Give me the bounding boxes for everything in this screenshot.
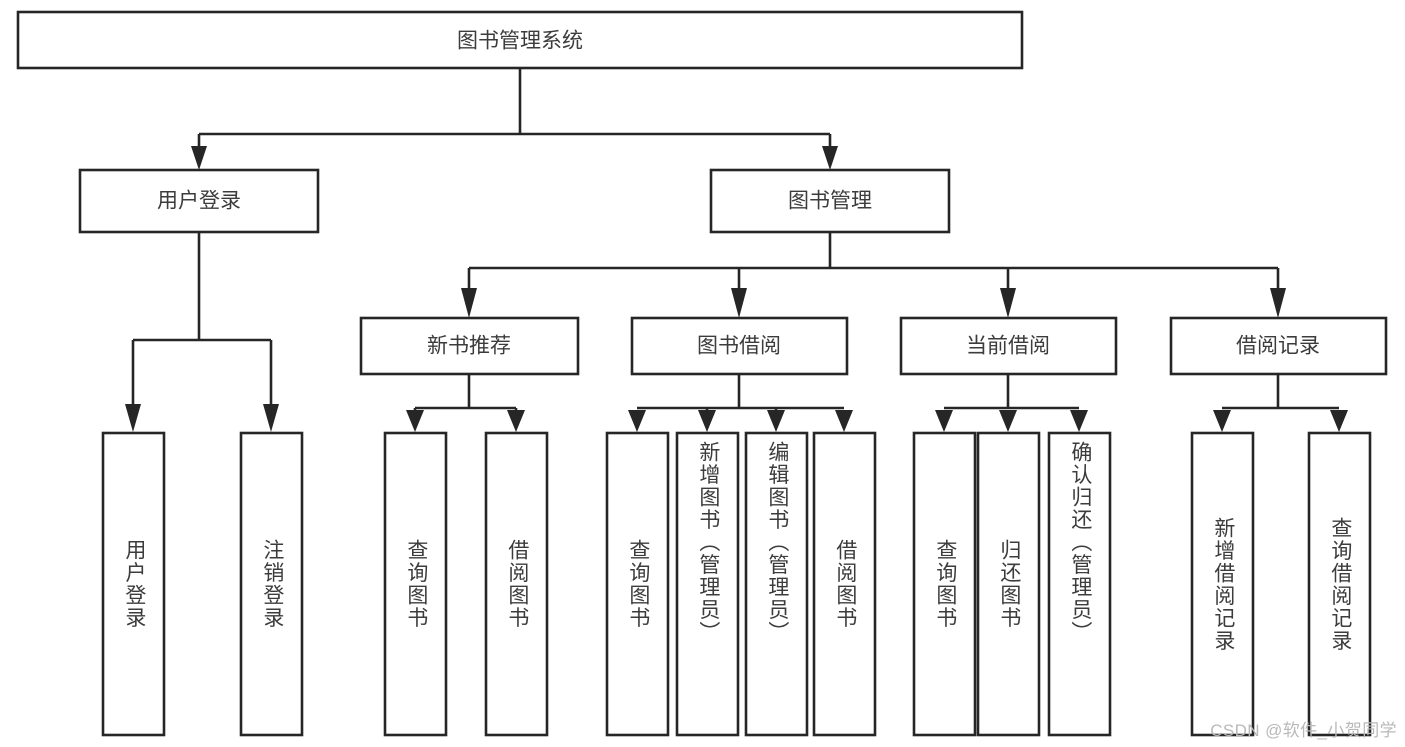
node-box-leaf-add-book[interactable] [675, 431, 740, 737]
arrow-head-leaf-query-book-3 [935, 410, 953, 432]
arrow-head-user-login [191, 146, 207, 170]
node-layer: 图书管理系统 用户登录 图书管理 新书推荐 图书借阅 当前借阅 借阅记录 [16, 10, 1388, 737]
node-box-leaf-borrow-book-1[interactable] [484, 431, 549, 737]
arrow-head-leaf-edit-book [767, 410, 785, 432]
node-label-borrow-record: 借阅记录 [1236, 335, 1320, 358]
node-label-current-borrow: 当前借阅 [966, 335, 1050, 358]
node-label-root: 图书管理系统 [457, 30, 583, 53]
node-box-leaf-query-borrow-record[interactable] [1307, 431, 1372, 737]
node-label-user-login: 用户登录 [157, 190, 241, 213]
node-box-leaf-add-borrow-record[interactable] [1190, 431, 1255, 737]
arrow-head-leaf-query-book-2 [628, 410, 646, 432]
arrow-head-leaf-return-book [999, 410, 1017, 432]
node-box-leaf-return-book[interactable] [976, 431, 1041, 737]
node-box-new-book-recommend[interactable] [359, 316, 580, 376]
arrow-head-leaf-add-borrow-record [1213, 410, 1231, 432]
node-box-leaf-query-book-3[interactable] [912, 431, 977, 737]
arrow-head-new-book-recommend [461, 288, 477, 318]
arrow-head-current-borrow [1000, 288, 1016, 318]
arrow-head-leaf-confirm-return [1070, 410, 1088, 432]
arrow-head-book-borrow [731, 288, 747, 318]
node-label-book-borrow: 图书借阅 [697, 335, 781, 358]
arrow-head-borrow-record [1270, 288, 1286, 318]
arrow-head-leaf-logout-login [263, 404, 279, 432]
arrow-head-leaf-query-book-1 [406, 410, 424, 432]
node-box-leaf-query-book-1[interactable] [383, 431, 448, 737]
arrow-head-leaf-user-login [125, 404, 141, 432]
node-box-borrow-record[interactable] [1169, 316, 1388, 376]
node-box-leaf-borrow-book-2[interactable] [812, 431, 877, 737]
arrow-head-leaf-borrow-book-1 [507, 410, 525, 432]
node-box-leaf-edit-book[interactable] [744, 431, 809, 737]
node-box-leaf-user-login[interactable] [101, 431, 166, 737]
node-box-user-login[interactable] [78, 168, 320, 234]
node-box-book-borrow[interactable] [630, 316, 849, 376]
arrow-head-leaf-borrow-book-2 [835, 410, 853, 432]
node-box-leaf-logout-login[interactable] [239, 431, 304, 737]
arrow-head-book-management [822, 146, 838, 170]
node-box-current-borrow[interactable] [899, 316, 1118, 376]
arrow-head-leaf-add-book [698, 410, 716, 432]
arrow-head-leaf-query-borrow-record [1330, 410, 1348, 432]
node-box-leaf-query-book-2[interactable] [605, 431, 670, 737]
node-box-book-management[interactable] [709, 168, 951, 234]
watermark-text: CSDN @软件_小贺同学 [1210, 721, 1397, 740]
node-box-leaf-confirm-return[interactable] [1047, 431, 1112, 737]
node-label-new-book-recommend: 新书推荐 [427, 335, 511, 358]
node-box-root[interactable] [16, 10, 1024, 70]
node-label-book-management: 图书管理 [788, 190, 872, 213]
connector-layer [125, 68, 1348, 432]
